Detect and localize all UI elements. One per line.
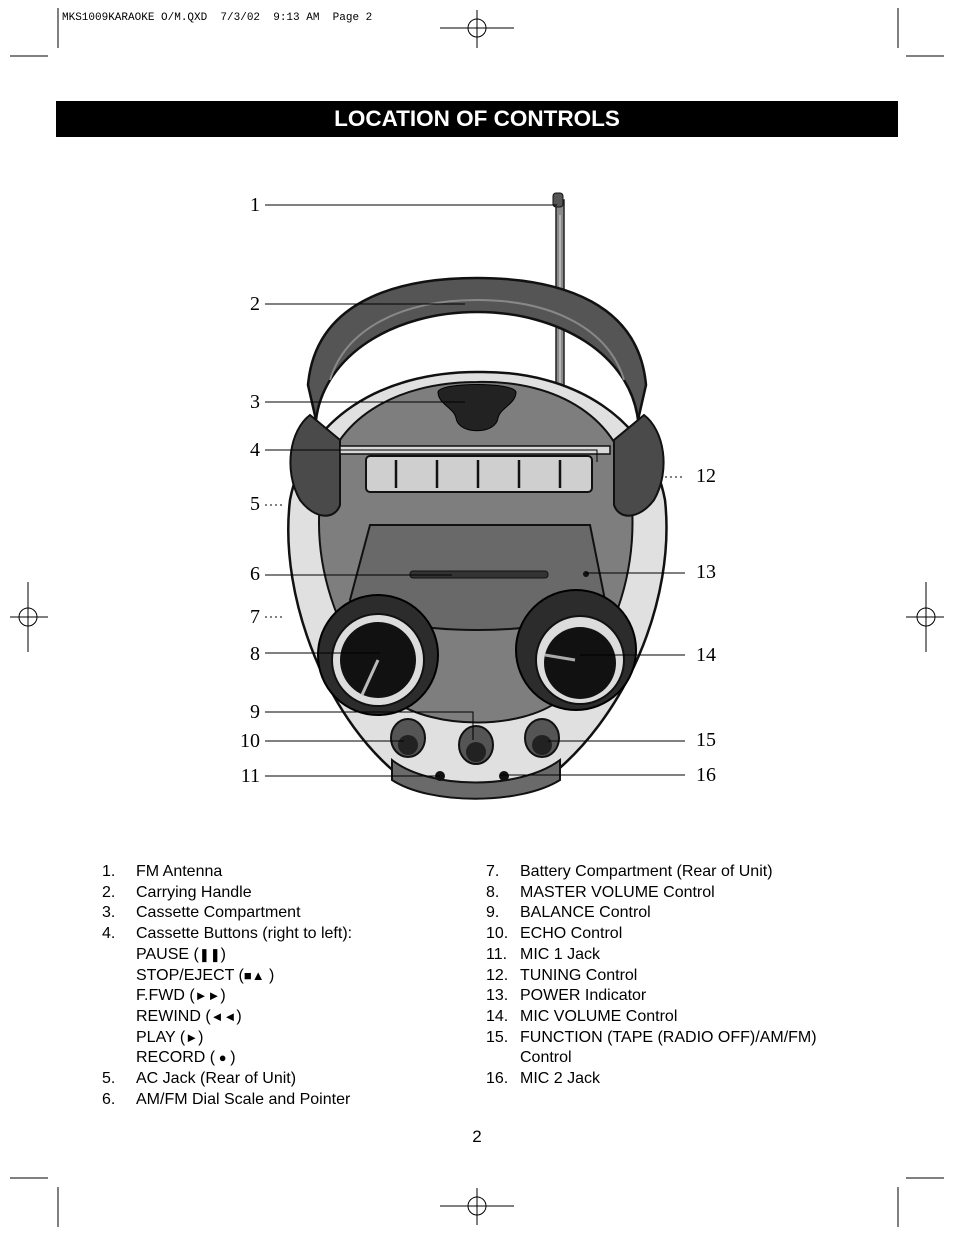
list-item: 10.ECHO Control bbox=[486, 925, 623, 943]
boombox-illustration bbox=[287, 192, 668, 800]
left-wing bbox=[289, 413, 341, 517]
list-item: 11.MIC 1 Jack bbox=[486, 945, 601, 963]
list-item-continuation: Control bbox=[520, 1049, 572, 1067]
power-indicator bbox=[583, 571, 589, 577]
registration-marks bbox=[10, 10, 944, 1225]
callout-15: 15 bbox=[696, 729, 716, 751]
list-item: 16.MIC 2 Jack bbox=[486, 1070, 601, 1088]
cassette-door bbox=[437, 384, 517, 432]
small-knobs bbox=[390, 718, 560, 765]
sub-item-pause: PAUSE (❚❚) bbox=[136, 945, 226, 963]
sub-item-stop-eject: STOP/EJECT (■▲ ) bbox=[136, 966, 275, 984]
master-volume-knob bbox=[317, 594, 439, 716]
stop-eject-icon: ■▲ bbox=[243, 967, 265, 983]
handle bbox=[306, 276, 648, 421]
callout-14: 14 bbox=[696, 644, 716, 666]
file-slug: MKS1009KARAOKE O/M.QXD 7/3/02 9:13 AM Pa… bbox=[62, 12, 373, 24]
sub-item-play: PLAY (►) bbox=[136, 1028, 204, 1046]
callout-5: 5 bbox=[250, 493, 260, 515]
callout-3: 3 bbox=[250, 391, 260, 413]
list-item: 4.Cassette Buttons (right to left): bbox=[102, 925, 353, 943]
callout-2: 2 bbox=[250, 293, 260, 315]
callout-12: 12 bbox=[696, 465, 716, 487]
callout-16: 16 bbox=[696, 764, 716, 786]
list-item: 15.FUNCTION (TAPE (RADIO OFF)/AM/FM) bbox=[486, 1028, 817, 1046]
record-icon: ● bbox=[215, 1050, 231, 1066]
list-item: 8.MASTER VOLUME Control bbox=[486, 883, 715, 901]
callout-1: 1 bbox=[250, 194, 260, 216]
list-item: 12.TUNING Control bbox=[486, 966, 638, 984]
list-item: 5.AC Jack (Rear of Unit) bbox=[102, 1070, 297, 1088]
controls-list-right: 7.Battery Compartment (Rear of Unit) 8.M… bbox=[486, 862, 866, 1090]
play-icon: ► bbox=[185, 1029, 199, 1045]
page-number: 2 bbox=[472, 1127, 482, 1146]
mic-2-jack bbox=[499, 771, 509, 781]
sub-item-rewind: REWIND (◄◄) bbox=[136, 1007, 242, 1025]
list-item: 13.POWER Indicator bbox=[486, 987, 647, 1005]
crop-marks bbox=[10, 8, 944, 1227]
leader-lines bbox=[265, 204, 685, 777]
list-item: 7.Battery Compartment (Rear of Unit) bbox=[486, 863, 773, 880]
list-item: 14.MIC VOLUME Control bbox=[486, 1007, 678, 1025]
controls-list-left: 1.FM Antenna 2.Carrying Handle 3.Cassett… bbox=[102, 862, 472, 1110]
rewind-icon: ◄◄ bbox=[210, 1008, 237, 1024]
list-item: 9.BALANCE Control bbox=[486, 904, 651, 922]
tuning-knob bbox=[515, 589, 637, 711]
callout-9: 9 bbox=[250, 701, 260, 723]
list-item: 2.Carrying Handle bbox=[102, 883, 252, 901]
list-item: 1.FM Antenna bbox=[102, 863, 223, 880]
callout-7: 7 bbox=[250, 606, 260, 628]
callout-13: 13 bbox=[696, 561, 716, 583]
fast-forward-icon: ►► bbox=[194, 988, 221, 1004]
list-item: 6.AM/FM Dial Scale and Pointer bbox=[102, 1090, 351, 1108]
callout-8: 8 bbox=[250, 643, 260, 665]
page-title: LOCATION OF CONTROLS bbox=[56, 101, 898, 137]
right-wing bbox=[613, 413, 665, 517]
sub-item-record: RECORD ( ● ) bbox=[136, 1049, 236, 1067]
callout-11: 11 bbox=[240, 765, 260, 787]
pause-icon: ❚❚ bbox=[198, 946, 221, 962]
sub-item-ffwd: F.FWD (►►) bbox=[136, 987, 226, 1005]
callout-6: 6 bbox=[250, 563, 260, 585]
callout-4: 4 bbox=[250, 439, 260, 461]
list-item: 3.Cassette Compartment bbox=[102, 904, 301, 922]
callout-10: 10 bbox=[240, 730, 260, 752]
